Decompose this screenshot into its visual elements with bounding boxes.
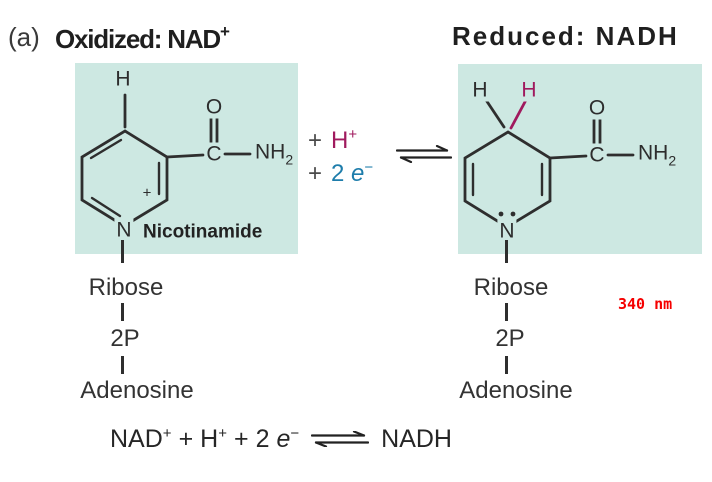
electron-count: 2 bbox=[331, 160, 352, 187]
plus-sign: + bbox=[234, 424, 249, 453]
oxidized-amide-group: NH2 bbox=[253, 140, 296, 168]
oxidized-ring-nitrogen: N bbox=[114, 218, 134, 242]
equation-nad: NAD+ bbox=[110, 426, 172, 452]
oxidized-title: Oxidized: NAD+ bbox=[55, 23, 230, 52]
equation-nadh: NADH bbox=[381, 424, 452, 453]
reduced-carbonyl-carbon: C bbox=[587, 143, 607, 167]
electron-symbol: e bbox=[276, 425, 291, 453]
proton-label: H+ bbox=[331, 127, 357, 154]
ring-carbonyl-bond bbox=[165, 153, 205, 159]
nicotinamide-caption: Nicotinamide bbox=[143, 221, 263, 243]
reduced-c4-hydrogen-black: H bbox=[470, 78, 490, 102]
n-ribose-bond bbox=[121, 240, 124, 263]
reduced-ring-drawing bbox=[463, 98, 635, 229]
electron-term: +2 e− bbox=[308, 160, 373, 186]
nad-text: NAD bbox=[110, 425, 163, 453]
amide-subscript: 2 bbox=[285, 151, 294, 168]
reduced-ring-nitrogen: N bbox=[497, 219, 517, 243]
reduced-adenosine-label: Adenosine bbox=[459, 377, 573, 404]
equation-electrons: 2 e− bbox=[256, 426, 300, 452]
ring-carbonyl-bond bbox=[548, 154, 588, 160]
equilibrium-arrows-equation bbox=[311, 431, 370, 447]
proton-term: +H+ bbox=[308, 127, 357, 153]
oxidized-ribose-label: Ribose bbox=[88, 274, 164, 301]
electron-superscript: − bbox=[290, 425, 300, 442]
reduced-ribose-label: Ribose bbox=[473, 274, 549, 301]
plus-sign: + bbox=[308, 160, 323, 187]
electron-superscript: − bbox=[364, 159, 374, 176]
pyridine-ring bbox=[80, 129, 169, 228]
electron-count: 2 bbox=[255, 425, 277, 453]
nad-superscript: + bbox=[162, 425, 172, 442]
reduced-amide-group: NH2 bbox=[636, 141, 679, 169]
c4-h-bond-transferred bbox=[509, 98, 528, 130]
phosphate-adenosine-bond bbox=[505, 356, 508, 374]
double-bond-top-left bbox=[89, 138, 123, 160]
oxidized-adenosine-label: Adenosine bbox=[80, 377, 194, 404]
ribose-phosphate-bond bbox=[121, 303, 124, 321]
reduced-phosphate-label: 2P bbox=[495, 325, 525, 352]
amide-nh: NH bbox=[255, 140, 286, 164]
amide-nh: NH bbox=[638, 141, 669, 165]
ring-positive-charge: + bbox=[142, 184, 152, 202]
reduced-title: Reduced: NADH bbox=[452, 21, 679, 51]
oxidized-title-superscript: + bbox=[219, 22, 230, 41]
amide-subscript: 2 bbox=[668, 152, 677, 169]
reduced-carbonyl-oxygen: O bbox=[586, 96, 608, 120]
c4-h-bond-black bbox=[484, 98, 506, 129]
oxidized-c4-hydrogen: H bbox=[113, 67, 133, 91]
oxidized-title-text: Oxidized: NAD bbox=[55, 24, 221, 54]
oxidized-carbonyl-carbon: C bbox=[204, 142, 224, 166]
dihydropyridine-ring bbox=[463, 130, 552, 229]
oxidized-structure-panel: H O C NH2 + N Nicotinamide bbox=[75, 63, 298, 254]
proton-symbol: H bbox=[331, 127, 349, 154]
equilibrium-arrows-middle bbox=[396, 145, 452, 163]
plus-sign: + bbox=[308, 127, 323, 154]
absorbance-wavelength-label: 340 nm bbox=[618, 295, 673, 313]
reduced-structure-panel: H H O C NH2 N bbox=[458, 64, 702, 254]
double-bond-bottom-left bbox=[90, 196, 122, 218]
net-reaction-equation: NAD+ + H+ + 2 e− NADH bbox=[110, 426, 452, 452]
equation-proton: H+ bbox=[200, 426, 227, 452]
reduced-c4-hydrogen-transferred: H bbox=[519, 78, 539, 102]
oxidized-phosphate-label: 2P bbox=[110, 325, 140, 352]
oxidized-carbonyl-oxygen: O bbox=[203, 95, 225, 119]
proton-superscript: + bbox=[218, 425, 227, 442]
electron-label: 2 e− bbox=[331, 160, 373, 187]
plus-sign: + bbox=[178, 424, 194, 453]
electron-symbol: e bbox=[351, 160, 365, 187]
figure-panel-label: (a) bbox=[8, 22, 40, 52]
ribose-phosphate-bond bbox=[505, 303, 508, 321]
proton-superscript: + bbox=[348, 126, 358, 143]
n-ribose-bond bbox=[505, 240, 508, 263]
phosphate-adenosine-bond bbox=[121, 356, 124, 374]
proton-text: H bbox=[200, 425, 219, 453]
nitrogen-lone-pair-dots bbox=[498, 211, 516, 217]
